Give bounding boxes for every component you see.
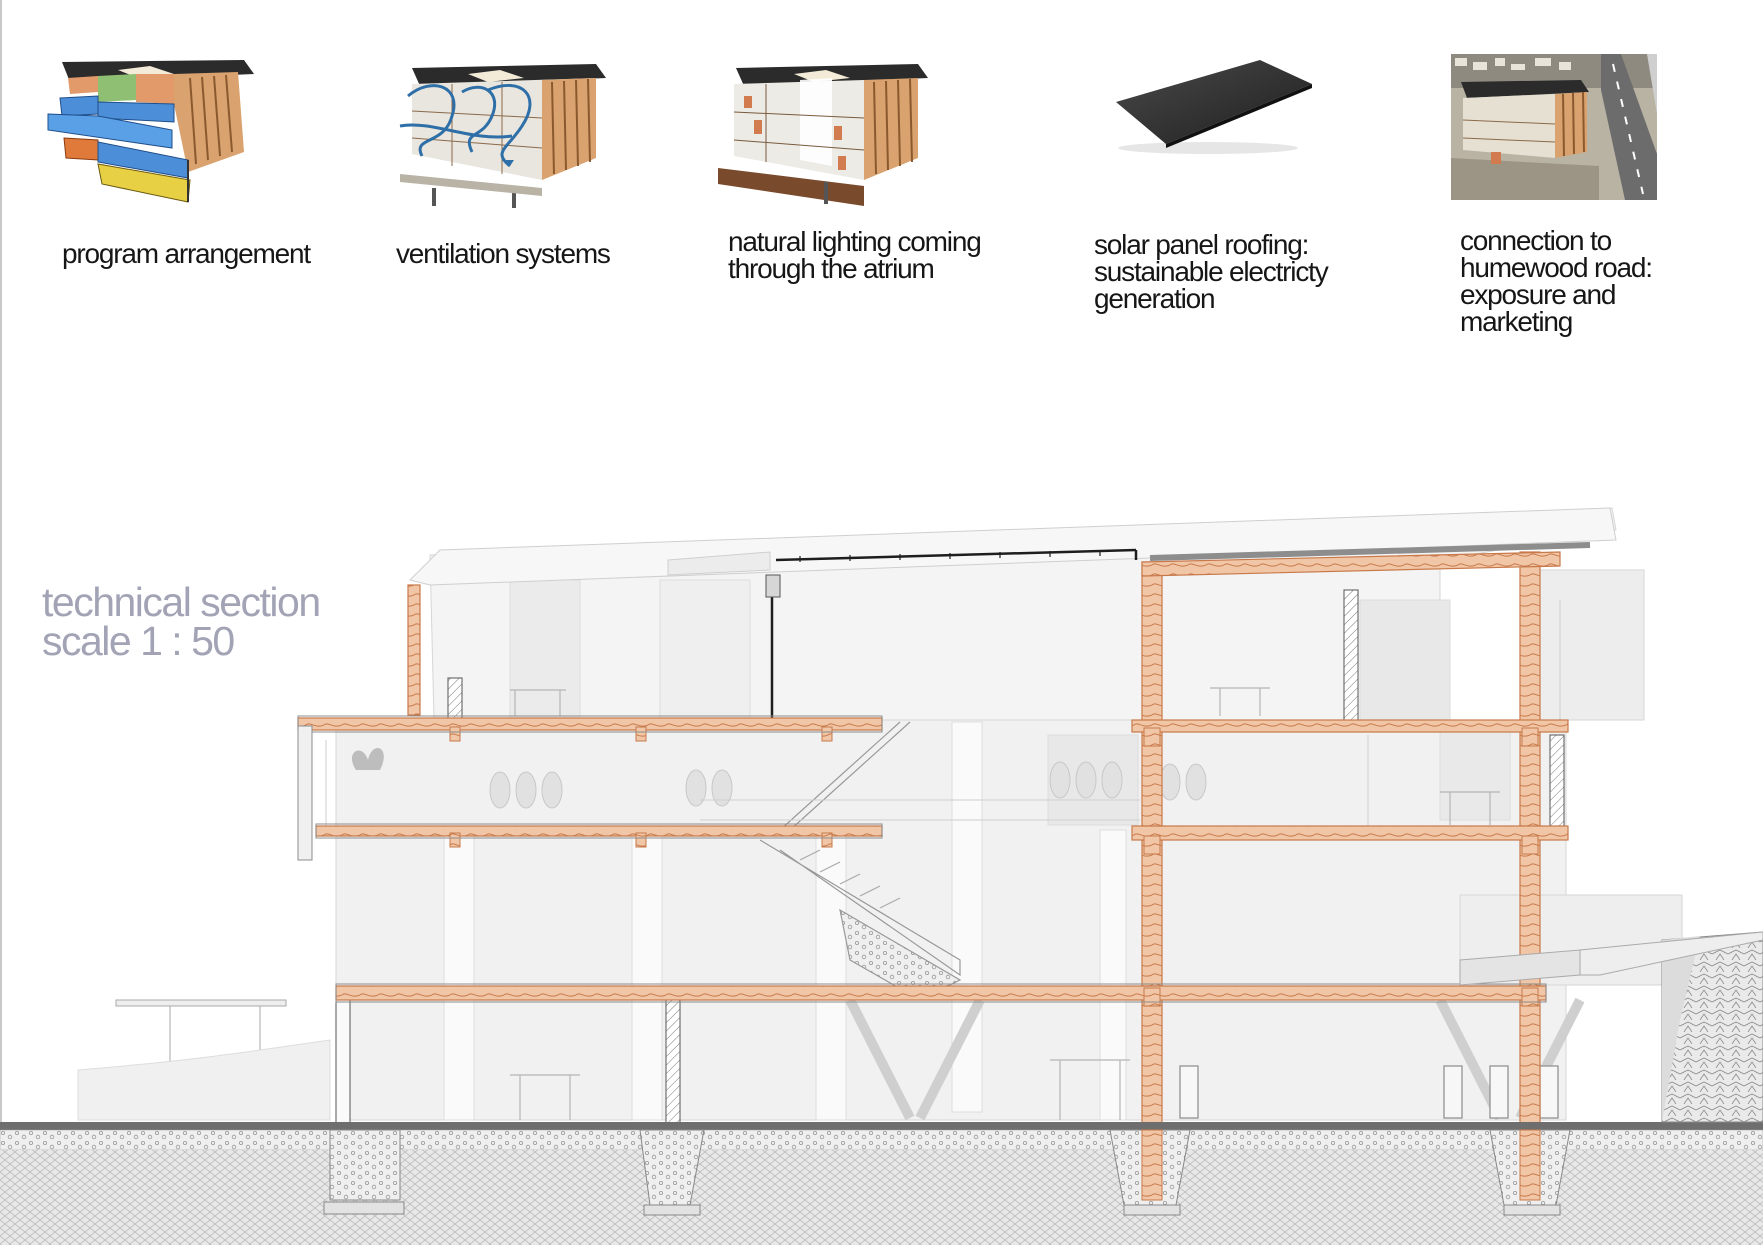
solar-panel-roof-line	[1149, 542, 1591, 561]
outdoor-pergola	[77, 999, 331, 1121]
first-floor-upper-slab-west	[315, 825, 883, 837]
timber-column-main	[1141, 561, 1163, 1203]
skylight-atrium	[770, 548, 1138, 718]
slab-outlines	[297, 715, 1547, 1003]
second-floor-slab-west	[297, 717, 883, 731]
roof	[409, 507, 1617, 586]
technical-section-drawing	[0, 507, 1763, 1245]
atrium-staircase	[759, 721, 962, 1001]
timber-columns	[407, 551, 1541, 1203]
caption-ventilation-systems: ventilation systems	[396, 238, 611, 269]
timber-post-roof	[407, 584, 421, 716]
roof-beam	[1141, 551, 1561, 577]
roof-parapet-detail	[765, 574, 781, 598]
ventilation-diagram	[399, 64, 606, 208]
caption-solar-panel-roofing: solar panel roofing: sustainable electri…	[1094, 229, 1329, 314]
first-floor-upper-slab-east	[1131, 825, 1569, 841]
bike-stands	[1179, 1065, 1559, 1119]
road-ramp	[1459, 931, 1763, 986]
page-border	[0, 0, 2, 1245]
ground-floor-slab	[335, 985, 1547, 1001]
dining-chairs	[489, 761, 1207, 809]
timber-column-east	[1519, 551, 1541, 1203]
ground-section	[0, 931, 1763, 1245]
furniture	[510, 687, 1500, 1120]
foundation-pads	[323, 1201, 1561, 1216]
planter	[351, 747, 384, 770]
caption-natural-lighting: natural lighting coming through the atri…	[728, 226, 982, 284]
solar-panel-image	[1116, 60, 1312, 154]
program-arrangement-diagram	[47, 60, 254, 203]
caption-road-connection: connection to humewood road: exposure an…	[1460, 225, 1653, 337]
caption-program-arrangement: program arrangement	[62, 238, 311, 269]
section-title: technical section scale 1 : 50	[42, 579, 321, 664]
road-connection-rendering	[1451, 54, 1657, 200]
second-floor-slab-east	[1131, 719, 1569, 733]
beam-joints	[449, 726, 1539, 1007]
natural-lighting-diagram	[718, 64, 928, 206]
